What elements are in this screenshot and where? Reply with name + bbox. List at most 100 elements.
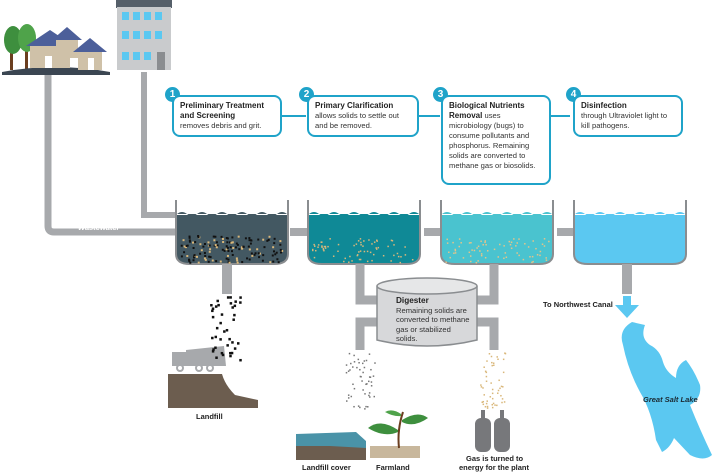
particle xyxy=(482,244,484,246)
particle xyxy=(233,347,237,350)
particle xyxy=(247,245,250,248)
particle xyxy=(209,256,212,259)
particle xyxy=(545,257,547,259)
particle xyxy=(197,235,200,238)
landfill-ground xyxy=(168,374,258,408)
particle xyxy=(262,254,265,257)
particle xyxy=(497,358,499,361)
particle xyxy=(496,356,498,358)
particle xyxy=(454,248,457,251)
particle xyxy=(261,259,264,262)
particle xyxy=(411,258,414,261)
particle xyxy=(360,241,362,244)
step-2-callout: Primary Clarification allows solids to s… xyxy=(307,95,419,137)
particle xyxy=(352,383,354,386)
particle xyxy=(360,244,362,246)
particle xyxy=(368,380,370,383)
particle xyxy=(208,255,211,258)
particle xyxy=(236,259,239,262)
particle xyxy=(510,241,513,244)
particle xyxy=(365,405,367,408)
particle xyxy=(361,380,363,382)
particle xyxy=(471,249,473,251)
particle xyxy=(484,240,487,242)
particle xyxy=(541,243,544,245)
step-2-title: Primary Clarification xyxy=(315,101,394,110)
particle xyxy=(382,254,385,257)
particle xyxy=(492,362,495,364)
particle xyxy=(357,405,360,407)
particle xyxy=(279,240,282,243)
step-4-text: through Ultraviolet light to kill pathog… xyxy=(581,111,668,130)
particle xyxy=(182,239,185,242)
particle xyxy=(353,387,356,390)
particle xyxy=(258,256,261,259)
tank-3 xyxy=(440,212,554,265)
particle xyxy=(527,246,530,248)
particle xyxy=(332,255,335,257)
particle xyxy=(221,248,224,251)
step-1-text: removes debris and grit. xyxy=(180,121,262,130)
particle xyxy=(502,371,505,374)
particle xyxy=(482,403,485,406)
particle xyxy=(391,240,394,242)
particle xyxy=(237,342,240,345)
particle xyxy=(214,244,217,247)
step-4-title: Disinfection xyxy=(581,101,627,110)
particle xyxy=(220,313,224,316)
particle xyxy=(353,244,355,247)
particle xyxy=(515,245,517,247)
particle xyxy=(281,249,284,252)
particle xyxy=(452,241,454,244)
particle xyxy=(485,375,488,378)
particle xyxy=(225,257,228,260)
particle xyxy=(539,254,541,257)
particle xyxy=(215,246,218,249)
particle xyxy=(221,353,225,357)
particle xyxy=(192,259,195,262)
particle xyxy=(516,242,518,244)
particle xyxy=(359,368,361,371)
particle xyxy=(231,241,234,244)
particle xyxy=(480,254,483,257)
particle xyxy=(246,257,249,260)
particle xyxy=(498,379,500,382)
particle xyxy=(548,240,550,243)
particle xyxy=(235,257,238,260)
particle xyxy=(531,255,534,258)
particle xyxy=(216,244,219,247)
particle xyxy=(188,260,191,263)
particle xyxy=(256,248,259,251)
particle xyxy=(404,254,407,256)
particle xyxy=(207,241,210,244)
gas-label-line2: energy for the plant xyxy=(459,463,530,472)
particle xyxy=(493,364,495,367)
digester-label: Digester Remaining solids are converted … xyxy=(396,296,474,344)
particle xyxy=(366,250,369,253)
particle xyxy=(321,246,323,248)
particle xyxy=(192,241,195,244)
particle xyxy=(468,242,471,244)
particle xyxy=(180,244,183,247)
particle xyxy=(257,252,260,255)
particle xyxy=(314,245,316,247)
particle xyxy=(486,250,489,252)
particle xyxy=(468,251,471,254)
particle xyxy=(373,241,376,243)
particle xyxy=(227,258,230,261)
particle xyxy=(186,244,189,247)
particle xyxy=(357,358,360,361)
particle xyxy=(194,241,197,244)
particle xyxy=(248,239,251,242)
particle xyxy=(359,238,362,240)
particle xyxy=(226,296,230,299)
particle xyxy=(324,245,327,248)
particle xyxy=(248,237,251,240)
particle xyxy=(208,244,211,247)
particle xyxy=(229,351,232,355)
particle xyxy=(404,246,406,248)
particle xyxy=(446,238,448,241)
particle xyxy=(485,380,488,383)
particle xyxy=(315,249,317,252)
particle xyxy=(390,260,392,262)
